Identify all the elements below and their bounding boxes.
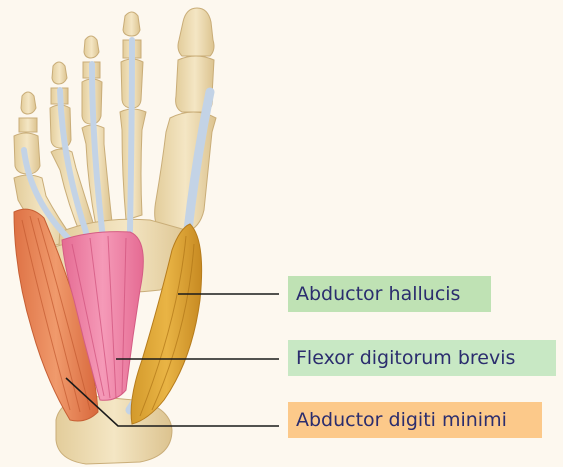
toe5-distal (21, 92, 36, 114)
toe5-middle (19, 118, 37, 132)
label-flexor-digitorum-brevis: Flexor digitorum brevis (288, 340, 556, 376)
label-abductor-digiti-minimi: Abductor digiti minimi (288, 402, 542, 438)
hallux-distal-phalanx (178, 8, 214, 56)
toe3-distal (84, 36, 99, 58)
toe2-distal (123, 12, 140, 36)
toe4-distal (52, 62, 67, 84)
label-abductor-hallucis: Abductor hallucis (288, 276, 491, 312)
